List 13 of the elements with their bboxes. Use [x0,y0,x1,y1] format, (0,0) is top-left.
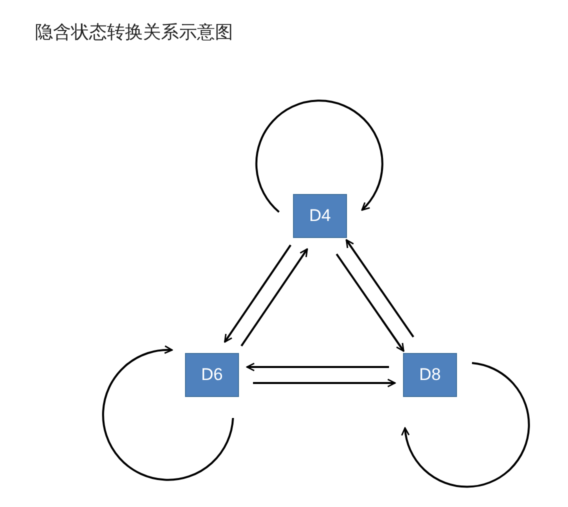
state-box: D8 [403,353,457,397]
arrow [246,362,389,372]
arrow [102,346,234,481]
arrow [240,248,308,346]
state-box: D6 [185,353,239,397]
arrow [224,244,292,343]
arrow [255,100,384,213]
arrow [346,239,414,338]
state-box: D4 [293,194,347,238]
arrow [253,378,396,388]
title: 隐含状态转换关系示意图 [35,21,233,44]
arrow [402,362,530,488]
arrow [336,254,404,352]
